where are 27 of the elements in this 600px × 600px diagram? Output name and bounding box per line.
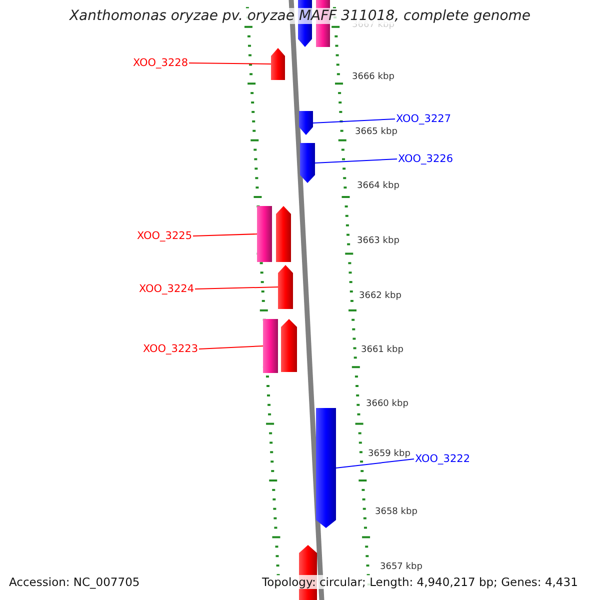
- gene-label: XOO_3226: [398, 153, 454, 165]
- gene-label: XOO_3227: [396, 113, 452, 125]
- gene-label: XOO_3228: [133, 57, 188, 69]
- scale-label: 3661 kbp: [361, 345, 404, 356]
- footer-text: Topology: circular; Length: 4,940,217 bp; Genes: 4,431: [262, 575, 578, 589]
- leader-line: [312, 118, 396, 124]
- scale-label: 3660 kbp: [366, 399, 408, 410]
- scale-label: 3666 kbp: [352, 72, 394, 83]
- scale-label: 3658 kbp: [375, 507, 418, 518]
- leader-line: [194, 286, 278, 290]
- scale-label: 3665 kbp: [355, 127, 398, 138]
- scale-label: 3662 kbp: [359, 291, 402, 302]
- gene-label: XOO_3222: [415, 453, 470, 465]
- leader-line: [188, 62, 272, 64]
- scale-label: 3664 kbp: [357, 181, 400, 192]
- footer-text: Accession: NC_007705: [9, 575, 140, 589]
- gene-label: XOO_3224: [139, 283, 194, 295]
- gene-label: XOO_3223: [143, 343, 198, 355]
- leader-line: [198, 346, 264, 350]
- leader-line: [192, 234, 258, 236]
- leader-line: [336, 458, 414, 468]
- gene-label: XOO_3225: [137, 230, 192, 242]
- leader-line: [314, 158, 398, 164]
- scale-label: 3667 kbp: [352, 20, 394, 31]
- scale-label: 3659 kbp: [368, 449, 410, 460]
- scale-label: 3663 kbp: [357, 236, 400, 247]
- scale-label: 3657 kbp: [380, 562, 422, 573]
